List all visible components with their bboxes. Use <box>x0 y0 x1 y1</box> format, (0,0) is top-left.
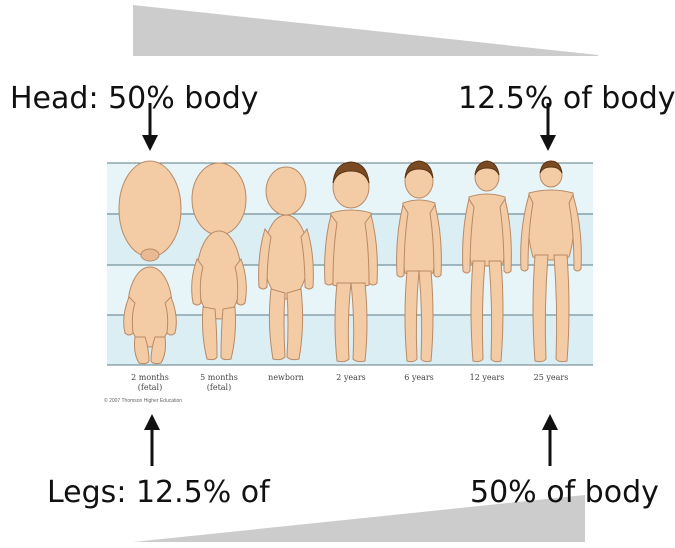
stage-label-12-years: 12 years <box>452 373 522 383</box>
arrow-down-left <box>140 103 160 153</box>
stage-label-newborn: newborn <box>251 373 321 383</box>
stage-label-25-years: 25 years <box>516 373 586 383</box>
stage-label-6-years: 6 years <box>384 373 454 383</box>
stage-label-5-months: 5 months(fetal) <box>184 373 254 393</box>
caption-head-left: Head: 50% body <box>10 84 259 114</box>
stage-label-2-months: 2 months(fetal) <box>115 373 185 393</box>
arrow-down-right <box>538 103 558 153</box>
arrow-up-right <box>540 414 560 466</box>
proportions-illustration <box>101 157 598 407</box>
stage-label-2-years: 2 years <box>316 373 386 383</box>
arrow-up-left <box>142 414 162 466</box>
caption-head-right: 12.5% of body <box>458 84 675 114</box>
caption-legs-right: 50% of body <box>470 478 659 508</box>
body-proportions-figure <box>101 157 598 407</box>
copyright-credit: © 2007 Thomson Higher Education <box>104 398 182 404</box>
caption-legs-left: Legs: 12.5% of <box>47 478 270 508</box>
